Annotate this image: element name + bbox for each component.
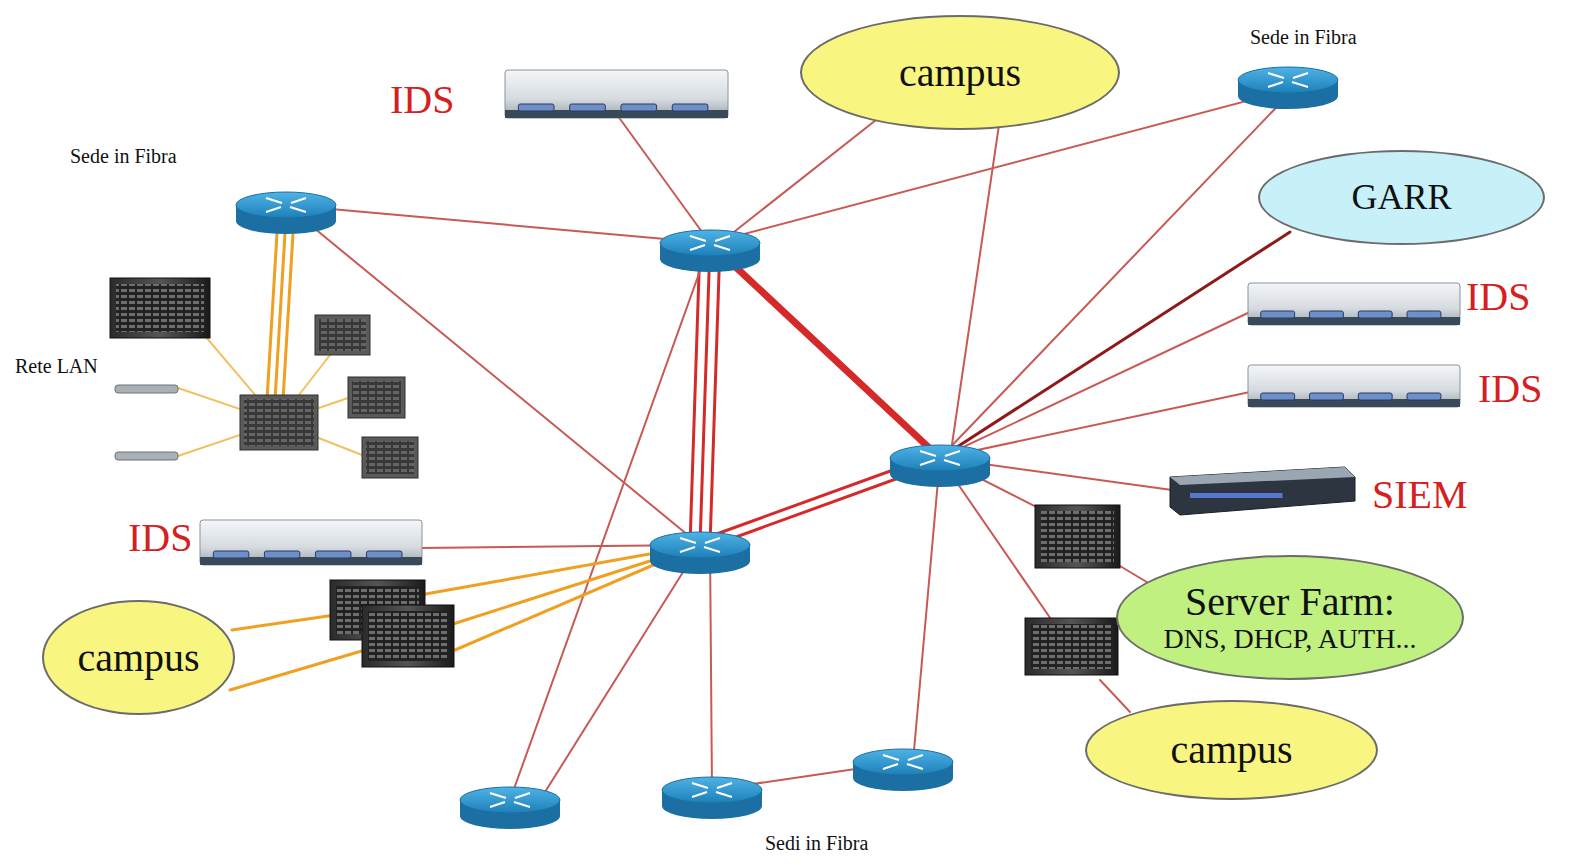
node-title: campus [77, 636, 199, 680]
network-link [615, 112, 710, 243]
router-icon [236, 192, 336, 234]
network-link [286, 205, 700, 545]
lan-label: Rete LAN [15, 355, 98, 377]
campus-link [232, 615, 335, 630]
router-icon [660, 230, 760, 272]
network-link [720, 105, 895, 243]
network-device [362, 437, 418, 478]
router-icon [1238, 67, 1338, 109]
server-farm-ellipse: Server Farm:DNS, DHCP, AUTH... [1116, 555, 1465, 680]
router-icon [460, 787, 560, 829]
trunk-link [716, 251, 946, 466]
node-title: IDS [1466, 275, 1530, 319]
network-link [710, 545, 712, 790]
siem-appliance [1170, 467, 1355, 515]
campus-link [230, 650, 365, 690]
network-link [510, 243, 710, 800]
router-icon [662, 777, 762, 819]
network-link [540, 545, 700, 800]
network-link [286, 205, 710, 243]
server-appliance [1248, 365, 1460, 407]
lan-trunk [283, 217, 294, 400]
network-link [940, 232, 1290, 458]
network-device [315, 315, 370, 355]
server-appliance [1248, 283, 1460, 325]
node-title: Sede in Fibra [70, 145, 177, 167]
server-rack [362, 605, 454, 667]
node-title: Sedi in Fibra [765, 832, 868, 854]
node-title: SIEM [1372, 473, 1468, 517]
campus-ellipse: campus [42, 600, 235, 715]
server-rack [1035, 505, 1120, 568]
site-label: Sedi in Fibra [765, 832, 868, 854]
server-appliance [505, 70, 728, 118]
trunk-link [700, 243, 710, 545]
network-link [940, 392, 1250, 458]
flat-device [115, 452, 178, 460]
flat-device [115, 385, 178, 393]
network-link [913, 458, 940, 762]
device-label: IDS [1478, 367, 1542, 411]
trunk-link [710, 243, 720, 545]
node-title: GARR [1351, 178, 1451, 218]
node-title: campus [899, 51, 1021, 95]
server-appliance [200, 520, 422, 565]
server-rack [1025, 618, 1118, 675]
device-label: IDS [128, 516, 192, 560]
node-title: Server Farm: [1185, 580, 1395, 624]
network-device [348, 377, 405, 418]
site-label: Sede in Fibra [70, 145, 177, 167]
trunk-link [690, 243, 700, 545]
campus-ellipse: campus [800, 15, 1120, 130]
node-title: Sede in Fibra [1250, 26, 1357, 48]
node-title: IDS [1478, 367, 1542, 411]
device-label: IDS [390, 78, 454, 122]
site-label: Sede in Fibra [1250, 26, 1357, 48]
network-link [1100, 680, 1130, 712]
network-device [240, 395, 318, 450]
node-title: Rete LAN [15, 355, 98, 377]
network-link [940, 90, 1293, 458]
device-label: IDS [1466, 275, 1530, 319]
router-icon [890, 445, 990, 487]
node-title: IDS [390, 78, 454, 122]
network-link [940, 312, 1250, 458]
server-rack [110, 278, 210, 338]
node-title: campus [1170, 728, 1292, 772]
node-detail: DNS, DHCP, AUTH... [1164, 624, 1417, 655]
trunk-link [710, 243, 940, 458]
router-icon [650, 532, 750, 574]
garr-ellipse: GARR [1258, 150, 1545, 245]
campus-ellipse: campus [1085, 700, 1378, 800]
router-icon [853, 749, 953, 791]
device-label: SIEM [1372, 473, 1468, 517]
node-title: IDS [128, 516, 192, 560]
